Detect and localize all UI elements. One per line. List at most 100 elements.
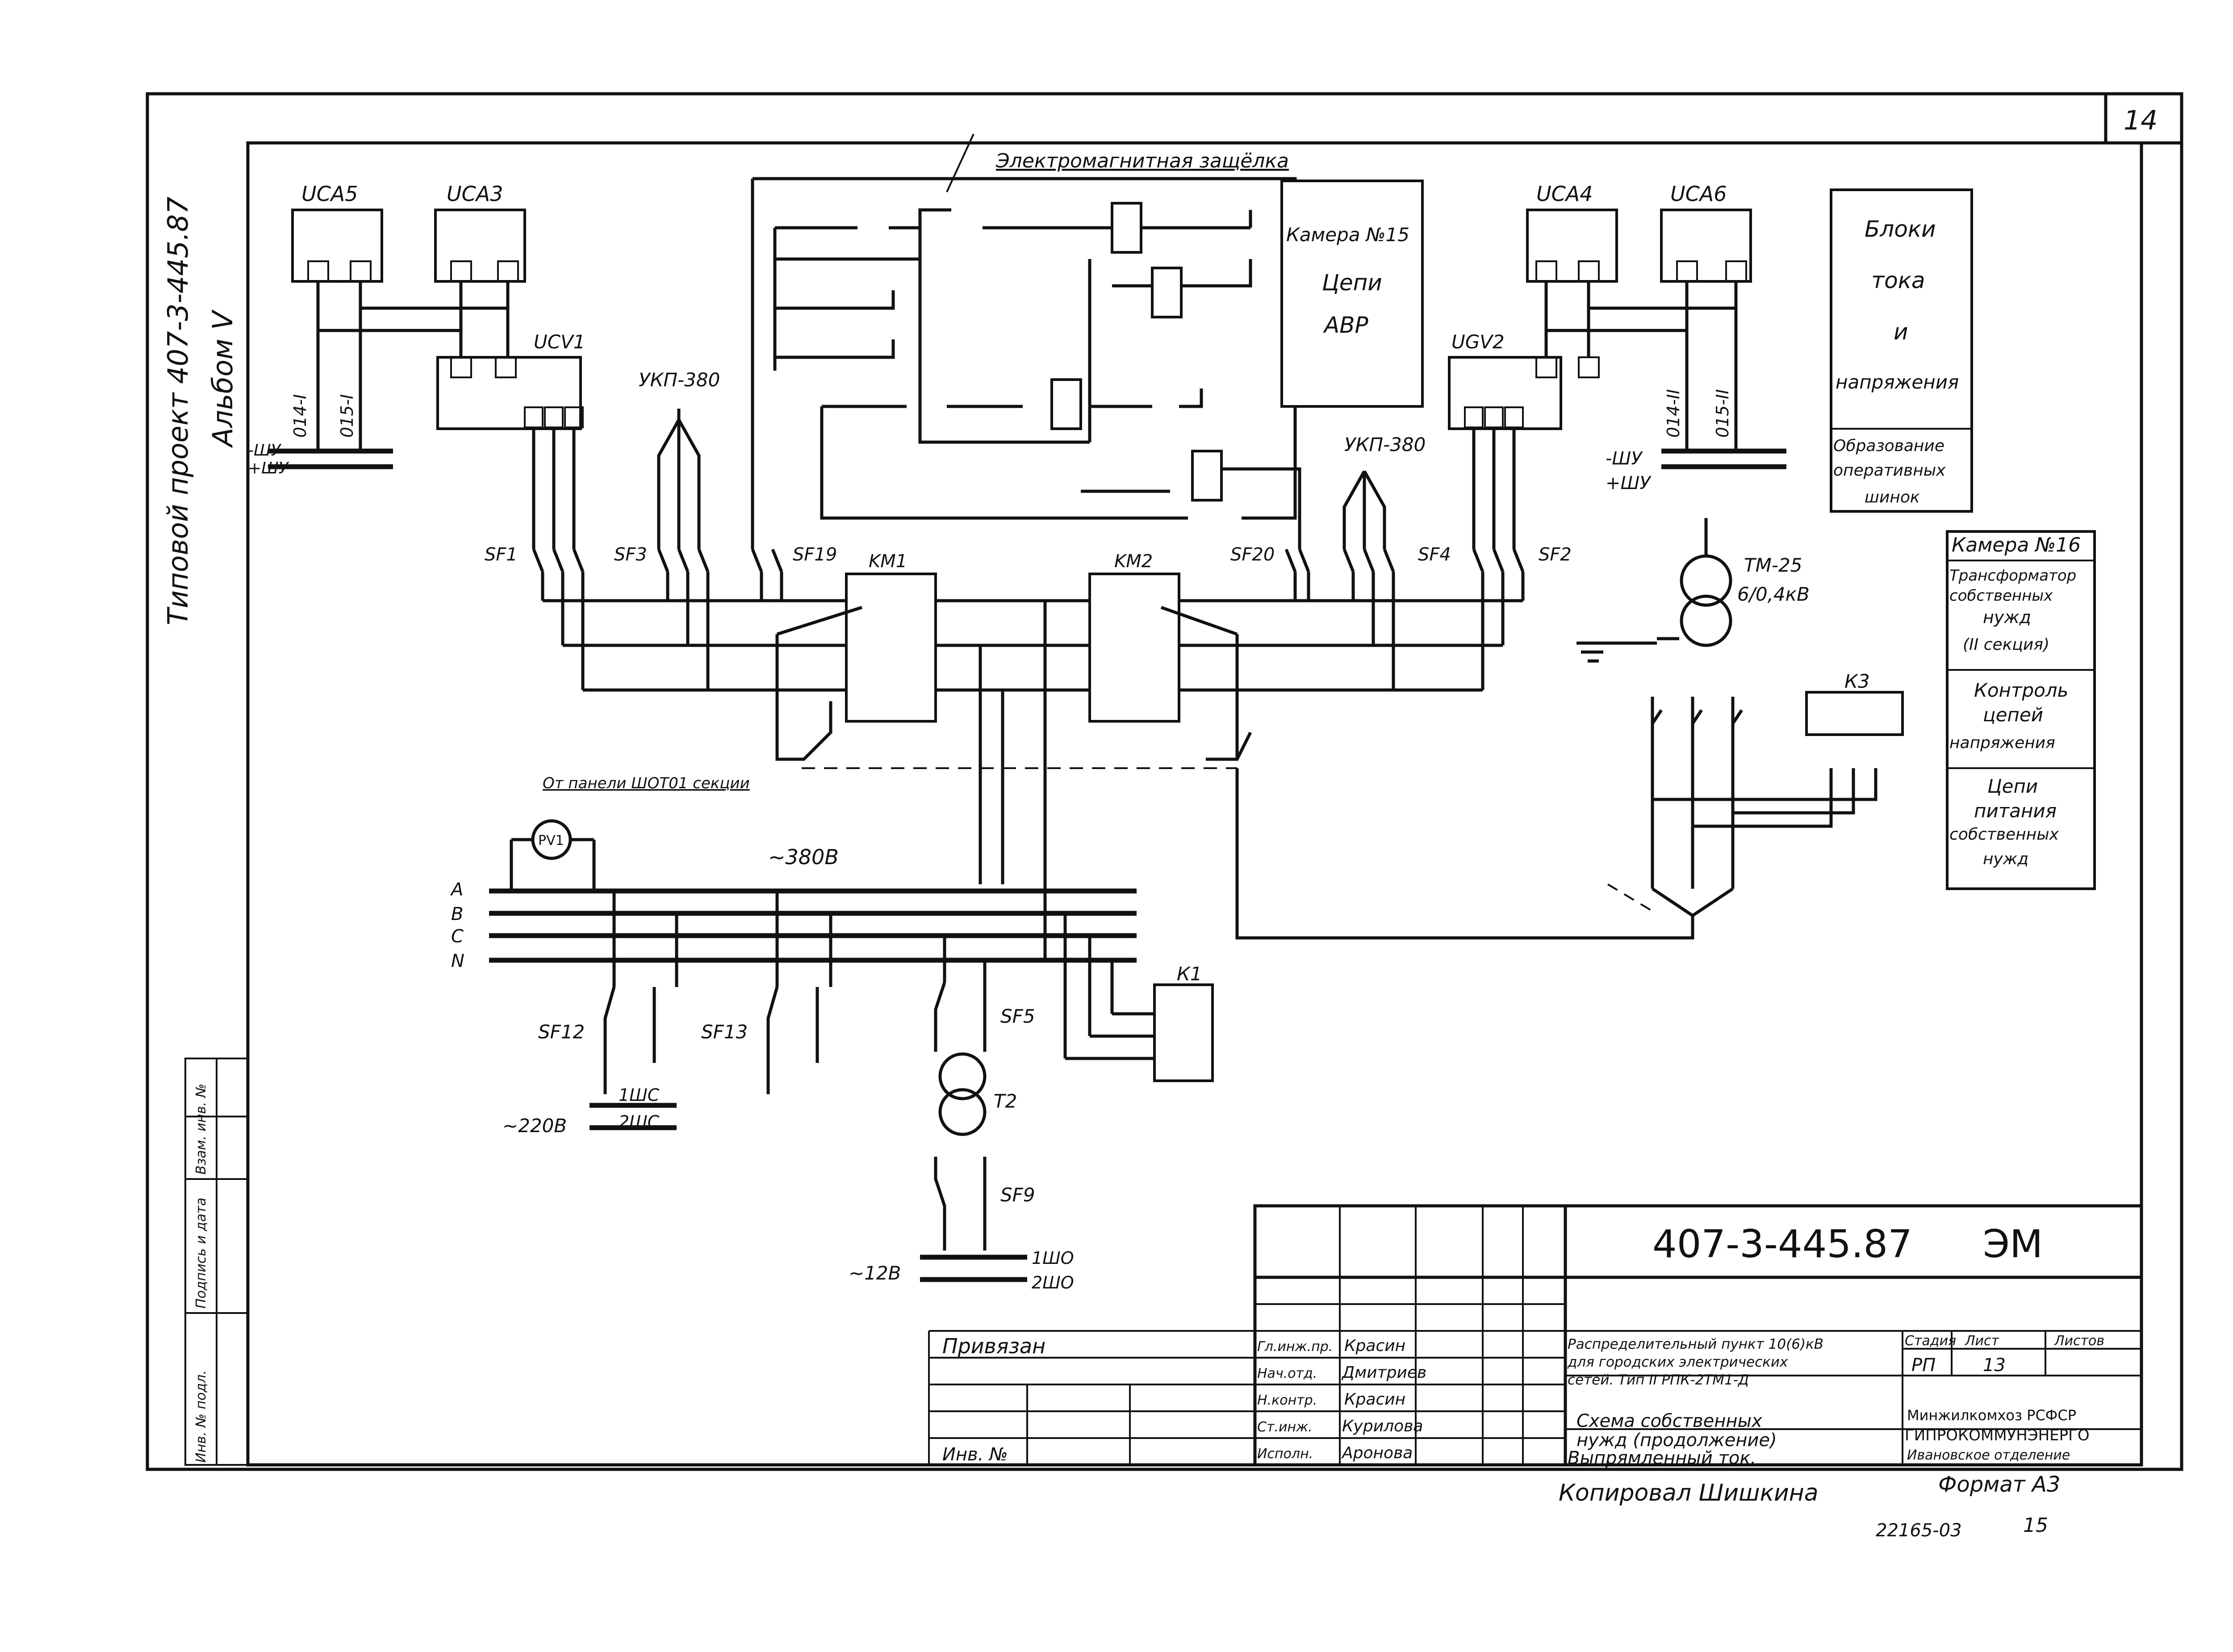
project-desc-1: Распределительный пункт 10(6)кВ [1568,1336,1823,1352]
uca6-label: UCA6 [1670,182,1727,206]
uca4-label: UCA4 [1536,182,1593,206]
sheet-value: 13 [1983,1355,2006,1376]
kamera16-r2b: цепей [1983,704,2043,726]
sf3-label: SF3 [614,544,647,565]
avr-control-circuit [751,134,1301,549]
iisho-label: 2ШО [1032,1273,1074,1292]
doc-mark: ЭМ [1983,1222,2043,1267]
side-label-album: Альбом V [206,309,239,448]
phase-c-label: C [451,926,464,947]
inner-frame [246,141,2143,1467]
outer-frame [146,92,2183,1471]
kamera16-r2c: напряжения [1949,734,2055,752]
doc-code: 407-3-445.87 [1652,1222,1912,1267]
kamera16-r3a: Цепи [1987,775,2038,797]
phase-a-label: A [450,879,463,900]
left-strip-2: Подпись и дата [193,1198,209,1309]
uca3-label: UCA3 [447,182,503,206]
k1-block [1065,983,1214,1082]
kamera16-r1a: Трансформатор [1949,567,2076,585]
v380-label: ~380В [768,845,839,869]
bloki-line1: Блоки [1865,216,1936,242]
t2-label: T2 [994,1090,1017,1112]
km-contactors [775,573,1252,960]
isho-label: 1ШО [1032,1248,1074,1268]
tm25-voltage: 6/0,4кВ [1737,583,1810,605]
left-strip [184,1058,249,1466]
drawing-title-3: Выпрямленный ток. [1568,1448,1756,1468]
left-strip-3: Взам. инв. № [193,1083,209,1175]
sheet-number: 14 [2124,105,2158,136]
bloki-box [1830,188,1973,513]
sheet-number-box [2104,92,2183,145]
sf19-label: SF19 [793,544,837,565]
km2-label: KM2 [1114,551,1153,572]
latch-note: Электромагнитная защёлка [995,150,1289,172]
uca-left-group [268,209,584,549]
o14-1: 014-I [290,394,310,438]
kamera16-title: Камера №16 [1952,534,2081,556]
bloki-sub3: шинок [1865,488,1920,506]
sf9-label: SF9 [1000,1184,1035,1206]
o15-2: 015-II [1713,389,1732,438]
ishc-label: 1ШС [619,1085,660,1105]
o14-2: 014-II [1664,389,1683,438]
breaker-row [532,548,1525,692]
o15-1: 015-I [337,394,357,438]
sf12-sf13 [590,987,819,1130]
k1-label: К1 [1177,963,1202,985]
ukp-right [1342,470,1386,549]
name-2: Дмитриев [1341,1363,1426,1382]
ucv1-label: UCV1 [534,331,585,353]
from-panel-label: От панели ШОТ01 секции [543,774,750,792]
copy-note: Копировал Шишкина [1559,1480,1819,1506]
privyazan-label: Привязан [942,1334,1045,1358]
title-block-frame [928,1204,2143,1467]
sheets-header: Листов [2054,1333,2104,1349]
phase-b-label: B [451,904,463,924]
name-1: Красин [1344,1337,1405,1355]
kamera16-table [1946,530,2096,890]
shu-plus-left: +ШУ [248,459,289,477]
project-desc-3: сетей. Тип II РПК-2ТМ1-Д [1568,1372,1749,1388]
sheet-header: Лист [1965,1333,2000,1349]
sf4-label: SF4 [1418,544,1451,565]
k3-label: К3 [1844,670,1870,692]
role-2: Нач.отд. [1257,1366,1317,1381]
kamera16-r2a: Контроль [1974,679,2068,701]
bloki-line3: и [1894,319,1908,345]
side-label-project: Типовой проект 407-3-445.87 [162,197,194,625]
left-strip-1: Инв. № подл. [193,1370,209,1463]
project-desc-2: для городских электрических [1567,1354,1788,1370]
kamera16-r3b: питания [1974,800,2057,822]
v220-label: ~220В [502,1115,567,1137]
kamera15-line1: Камера №15 [1286,224,1409,246]
role-3: Н.контр. [1257,1393,1317,1408]
uca5-label: UCA5 [301,182,358,206]
sf1-label: SF1 [485,544,518,565]
shu-minus-left: -ШУ [248,441,281,460]
sf12-label: SF12 [538,1021,585,1043]
iishc-label: 2ШС [619,1112,660,1132]
kamera16-r1d: (II секция) [1963,636,2049,654]
kamera16-r1c: нужд [1983,607,2031,627]
name-4: Курилова [1342,1417,1423,1435]
role-5: Исполн. [1257,1446,1313,1462]
phase-n-label: N [451,951,464,971]
bloki-line4: напряжения [1836,371,1959,393]
sf13-label: SF13 [701,1021,748,1043]
kamera15-line2: Цепи [1322,270,1382,296]
tm25-label: ТМ-25 [1744,554,1802,576]
stage-value: РП [1911,1355,1936,1376]
name-3: Красин [1344,1390,1405,1409]
kamera16-r3c: собственных [1949,825,2059,844]
bloki-line2: тока [1871,268,1925,293]
inv-no-label: Инв. № [942,1444,1008,1465]
kamera15-box [1280,180,1424,408]
ukp-left-label: УКП-380 [639,369,720,391]
t2-chain [920,982,1027,1282]
name-5: Аронова [1341,1444,1413,1462]
busbars-380v [489,819,1137,1058]
bloki-sub2: оперативных [1833,461,1946,480]
